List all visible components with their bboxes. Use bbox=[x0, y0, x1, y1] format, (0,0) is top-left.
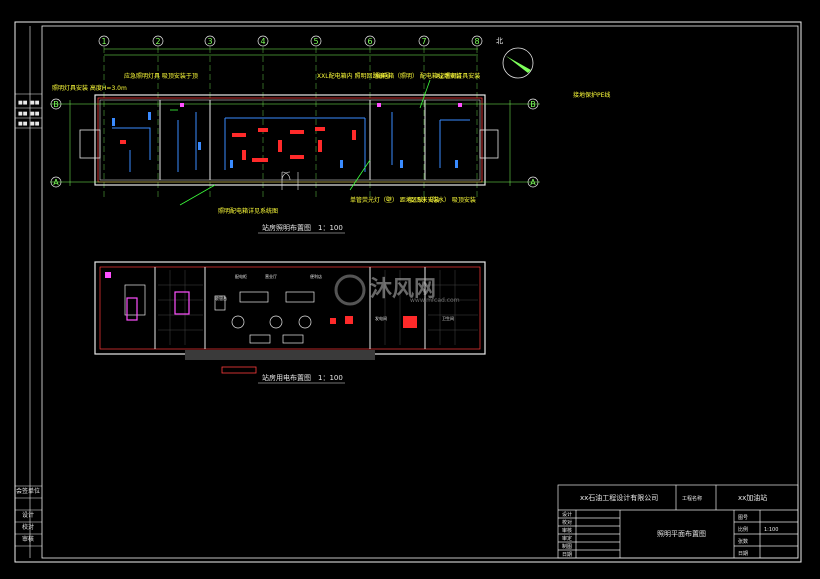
grid-bubble-1 bbox=[98, 35, 110, 47]
bottom-plan-scale: 1：100 bbox=[318, 374, 343, 382]
company-name: xx石油工程设计有限公司 bbox=[580, 493, 658, 502]
top-plan-scale: 1：100 bbox=[318, 224, 343, 232]
svg-text:■■: ■■ bbox=[30, 100, 40, 106]
grid-bubble-2 bbox=[152, 35, 164, 47]
north-arrow-icon: 北 bbox=[496, 37, 534, 79]
grid-row-label-B: B bbox=[53, 100, 59, 109]
callout-bottom-0: 单管荧光灯（壁） 距地2.5米安装 bbox=[350, 196, 439, 204]
callout-top-2: 配电箱（照明） 配电箱挂墙安装 bbox=[376, 72, 462, 80]
svg-text:收银台: 收银台 bbox=[215, 295, 227, 301]
tb-left-2: 审核 bbox=[562, 527, 572, 534]
svg-text:卫生间: 卫生间 bbox=[442, 315, 454, 321]
tb-right-0: 图号 bbox=[738, 515, 748, 521]
tb-scale: 1:100 bbox=[764, 527, 778, 533]
note-right: 接地保护PE线 bbox=[573, 91, 610, 99]
sidebar-label-1: 设计 bbox=[22, 511, 34, 519]
grid-label-5: 5 bbox=[313, 37, 318, 46]
watermark-url: www.mfcad.com bbox=[410, 297, 460, 304]
tb-left-4: 制图 bbox=[562, 543, 572, 550]
svg-text:发电间: 发电间 bbox=[375, 315, 387, 321]
callout-top-0: 应急照明灯具 吸顶安装于顶 bbox=[124, 72, 198, 80]
callout-top-1: XXL配电箱内 照明回路编号 bbox=[317, 72, 390, 80]
svg-text:■■: ■■ bbox=[30, 121, 40, 127]
callout-top-3: AZ照明灯具安装 bbox=[436, 72, 480, 80]
grid-bubble-3 bbox=[204, 35, 216, 47]
sidebar-label-2: 校对 bbox=[22, 523, 34, 531]
project-name: xx加油站 bbox=[738, 493, 767, 502]
svg-text:■■: ■■ bbox=[30, 111, 40, 117]
inner-frame bbox=[41, 25, 799, 559]
tb-left-0: 设计 bbox=[562, 511, 572, 518]
drawing-name: 照明平面布置图 bbox=[657, 529, 706, 538]
top-grid-axes: 1 2 3 4 5 6 7 8B B A A bbox=[50, 35, 539, 198]
lighting-plan: 1 2 3 4 5 6 7 8B B A A bbox=[50, 35, 610, 234]
svg-text:营业厅: 营业厅 bbox=[265, 273, 277, 279]
dimension-note: 照明配电箱详见系统图 bbox=[218, 207, 278, 215]
svg-text:■■: ■■ bbox=[18, 111, 28, 117]
sidebar-label-0: 会签单位 bbox=[16, 487, 40, 495]
callout-bottom-1: 吸顶灯（防水） 吸顶安装 bbox=[408, 196, 476, 204]
grid-bubble-6 bbox=[364, 35, 376, 47]
grid-bubble-7 bbox=[418, 35, 430, 47]
bottom-plan-title: 站房用电布置图 bbox=[262, 373, 311, 382]
top-plan-title: 站房照明布置图 bbox=[262, 223, 311, 232]
watermark: 沐风网 www.mfcad.com bbox=[334, 274, 460, 306]
grid-bubble-5 bbox=[310, 35, 322, 47]
grid-label-3: 3 bbox=[207, 37, 212, 46]
outer-frame bbox=[14, 21, 802, 563]
grid-bubble-8 bbox=[471, 35, 483, 47]
grid-label-1: 1 bbox=[101, 37, 106, 46]
svg-text:■■: ■■ bbox=[18, 121, 28, 127]
binding-strip bbox=[15, 93, 42, 547]
svg-text:便利店: 便利店 bbox=[310, 273, 322, 279]
grid-label-2: 2 bbox=[155, 37, 160, 46]
grid-row-label-B: B bbox=[530, 100, 536, 109]
grid-label-6: 6 bbox=[367, 37, 372, 46]
title-block bbox=[557, 484, 799, 559]
north-label: 北 bbox=[496, 37, 503, 45]
watermark-brand: 沐风网 bbox=[370, 277, 436, 302]
tb-left-5: 日期 bbox=[562, 552, 572, 558]
grid-label-4: 4 bbox=[260, 37, 265, 46]
svg-text:■■: ■■ bbox=[18, 100, 28, 106]
project-label: 工程名称 bbox=[682, 495, 702, 502]
tb-right-3: 日期 bbox=[738, 551, 748, 557]
tb-right-1: 比例 bbox=[738, 526, 748, 533]
grid-label-7: 7 bbox=[421, 37, 426, 46]
grid-bubble-4 bbox=[257, 35, 269, 47]
binding-marks: ■■■■ ■■■■ ■■■■ bbox=[18, 100, 40, 127]
grid-row-label-A: A bbox=[530, 178, 536, 187]
grid-label-8: 8 bbox=[474, 37, 479, 46]
tb-left-3: 审定 bbox=[562, 535, 572, 542]
sidebar-label-3: 审核 bbox=[22, 535, 34, 543]
tb-left-1: 校对 bbox=[562, 519, 572, 526]
svg-text:配电柜: 配电柜 bbox=[235, 273, 247, 279]
tb-right-2: 张数 bbox=[738, 538, 748, 545]
left-note: 照明灯具安装 高度H=3.0m bbox=[52, 84, 127, 92]
grid-row-label-A: A bbox=[53, 178, 59, 187]
